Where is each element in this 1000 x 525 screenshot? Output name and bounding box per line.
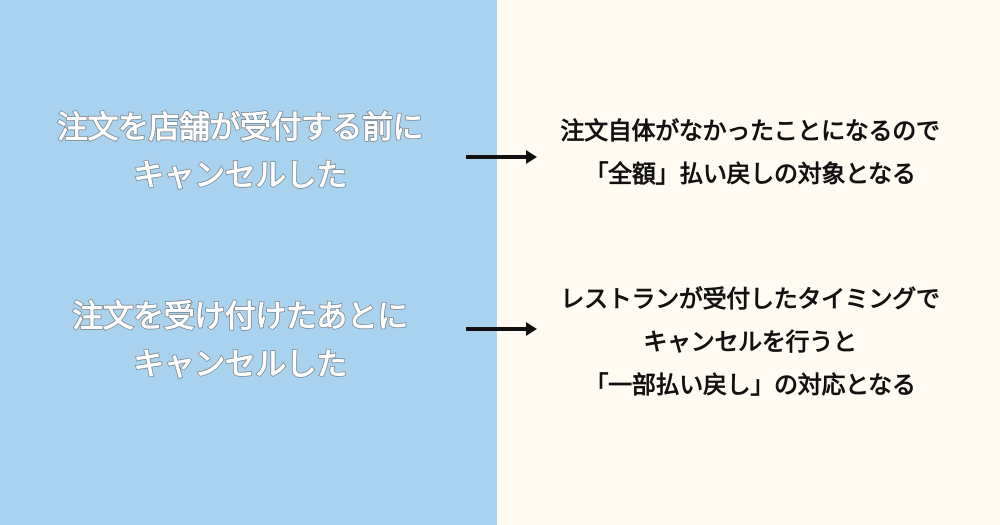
cause-before-acceptance: 注文を店舗が受付する前に キャンセルした [0,104,480,200]
cause-line: 注文を受け付けたあとに [72,298,409,335]
result-line: レストランが受付したタイミングで [560,285,940,313]
right-panel-results [497,0,1000,525]
left-panel-causes [0,0,497,525]
right-arrow-icon [466,322,537,336]
right-arrow-icon [466,150,537,164]
cause-after-acceptance: 注文を受け付けたあとに キャンセルした [0,293,480,389]
result-line: キャンセルを行うと [643,328,857,356]
result-line: 注文自体がなかったことになるので [560,117,940,145]
cause-line: 注文を店舗が受付する前に [56,109,424,146]
cause-line: キャンセルした [133,157,348,194]
cause-line: キャンセルした [133,346,348,383]
result-line: 「全額」払い戻しの対象となる [584,160,916,188]
result-full-refund: 注文自体がなかったことになるので 「全額」払い戻しの対象となる [500,110,1000,196]
result-partial-refund: レストランが受付したタイミングで キャンセルを行うと 「一部払い戻し」の対応とな… [500,278,1000,407]
result-line: 「一部払い戻し」の対応となる [584,371,916,399]
